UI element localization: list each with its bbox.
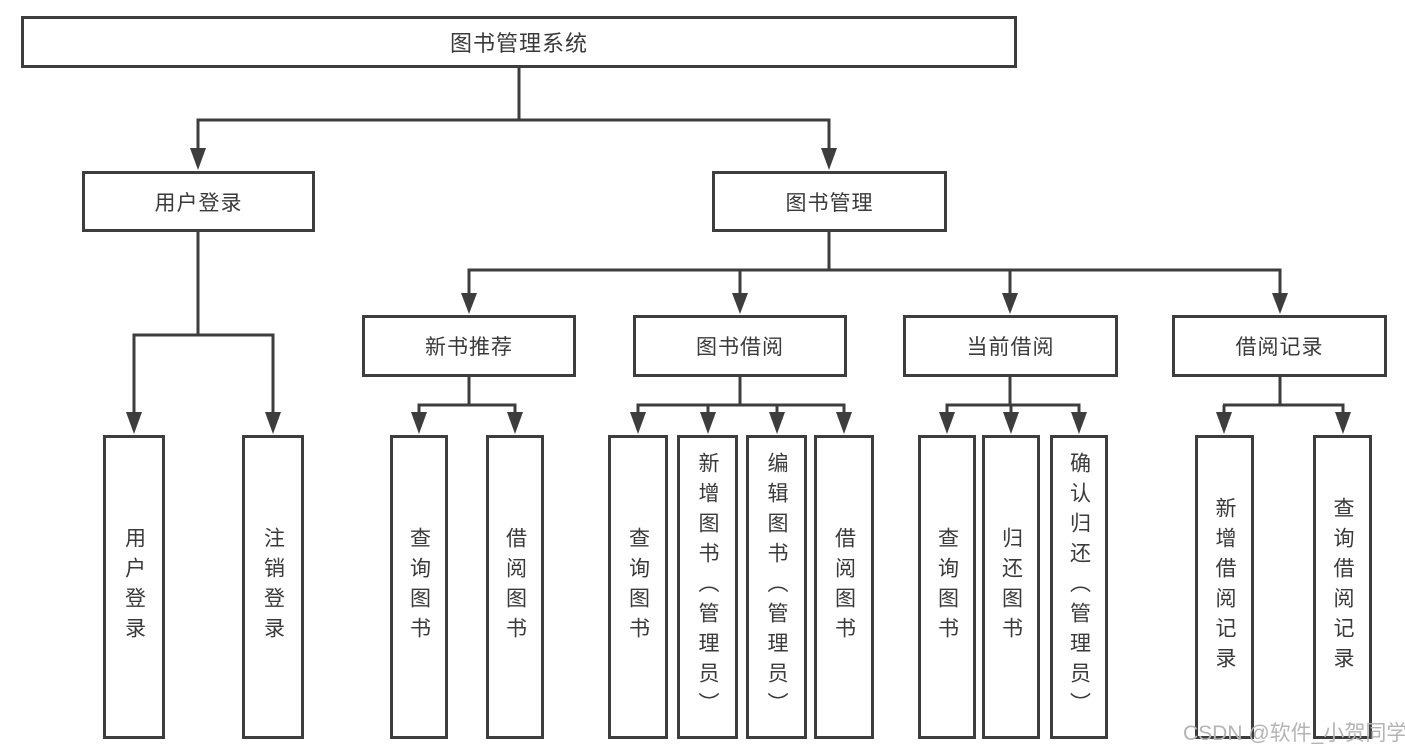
leaf-query-borrow-record: 查询借阅记录: [1313, 435, 1372, 739]
leaf-query-books-borrowing-label: 查询图书: [626, 527, 650, 647]
node-borrowing-records-label: 借阅记录: [1235, 336, 1324, 359]
node-book-borrowing-label: 图书借阅: [696, 336, 784, 359]
leaf-query-books-current-label: 查询图书: [935, 527, 959, 647]
leaf-user-login: 用户登录: [103, 435, 165, 739]
leaf-confirm-return-admin: 确认归还（管理员）: [1050, 435, 1108, 739]
leaf-return-books-label: 归还图书: [999, 527, 1023, 647]
leaf-logout-label: 注销登录: [261, 527, 285, 647]
node-new-book-recommendation: 新书推荐: [362, 315, 576, 377]
node-book-management: 图书管理: [712, 171, 947, 232]
leaf-borrow-books-borrowing: 借阅图书: [814, 435, 874, 739]
leaf-add-borrow-record: 新增借阅记录: [1195, 435, 1254, 739]
node-book-management-label: 图书管理: [785, 191, 874, 215]
node-user-login-label: 用户登录: [154, 191, 243, 215]
leaf-logout: 注销登录: [242, 435, 304, 739]
node-library-system: 图书管理系统: [21, 16, 1017, 68]
leaf-edit-books-admin: 编辑图书（管理员）: [746, 435, 807, 739]
leaf-return-books: 归还图书: [982, 435, 1040, 739]
node-borrowing-records: 借阅记录: [1172, 315, 1387, 377]
node-user-login: 用户登录: [82, 171, 315, 232]
leaf-borrow-books-recommend-label: 借阅图书: [503, 527, 527, 647]
leaf-edit-books-admin-label: 编辑图书（管理员）: [765, 452, 788, 722]
leaf-add-books-admin: 新增图书（管理员）: [677, 435, 738, 739]
leaf-query-books-recommend: 查询图书: [390, 435, 448, 739]
leaf-add-books-admin-label: 新增图书（管理员）: [696, 452, 719, 722]
leaf-borrow-books-borrowing-label: 借阅图书: [832, 527, 856, 647]
node-library-system-label: 图书管理系统: [449, 31, 588, 56]
leaf-query-books-borrowing: 查询图书: [608, 435, 668, 739]
leaf-query-books-recommend-label: 查询图书: [407, 527, 431, 647]
leaf-borrow-books-recommend: 借阅图书: [486, 435, 544, 739]
arrowheads: [126, 148, 1351, 434]
leaf-confirm-return-admin-label: 确认归还（管理员）: [1067, 452, 1091, 722]
node-book-borrowing: 图书借阅: [633, 315, 847, 377]
watermark: CSDN @软件_小贺同学: [1183, 722, 1405, 745]
node-current-borrowing: 当前借阅: [903, 315, 1118, 377]
leaf-query-books-current: 查询图书: [918, 435, 976, 739]
leaf-add-borrow-record-label: 新增借阅记录: [1213, 497, 1236, 677]
node-new-book-recommendation-label: 新书推荐: [425, 336, 513, 359]
leaf-query-borrow-record-label: 查询借阅记录: [1331, 497, 1354, 677]
leaf-user-login-label: 用户登录: [122, 527, 146, 647]
node-current-borrowing-label: 当前借阅: [966, 336, 1055, 359]
